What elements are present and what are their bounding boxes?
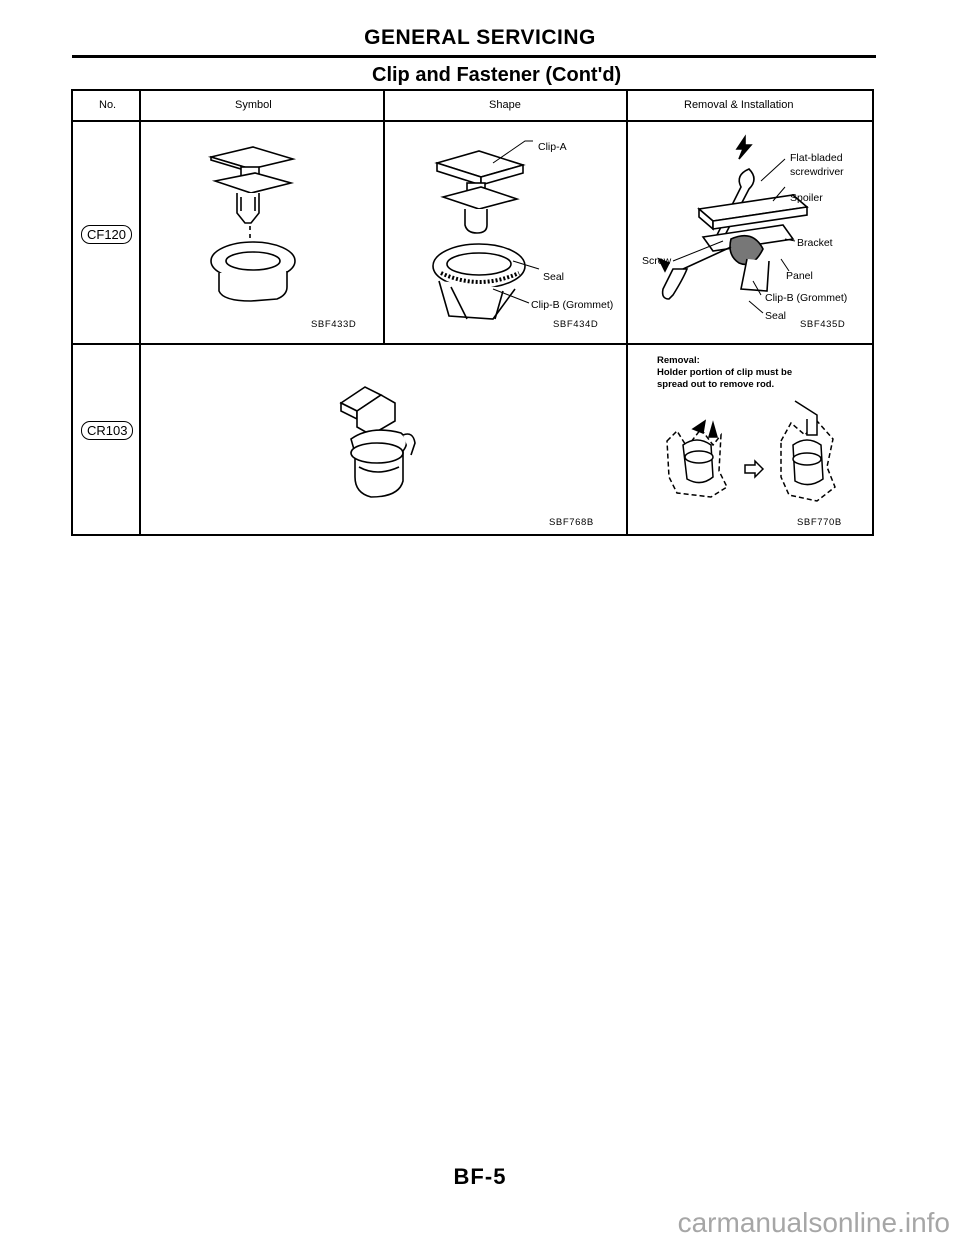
rod-holder-clip-illustration <box>339 386 416 498</box>
removal-procedure-illustration <box>666 400 836 502</box>
removal-leader-lines <box>672 158 796 314</box>
column-divider <box>139 91 141 534</box>
clip-symbol-illustration <box>207 146 297 302</box>
figure-id: SBF435D <box>800 319 846 330</box>
label-screw: Screw <box>642 255 672 267</box>
column-header-shape: Shape <box>489 99 521 111</box>
header-rule <box>72 55 876 58</box>
clip-fastener-table: No. Symbol Shape Removal & Installation … <box>71 89 874 536</box>
label-screwdriver: screwdriver <box>790 166 844 178</box>
row-divider <box>73 343 872 345</box>
leader-lines <box>492 140 540 304</box>
removal-note-line-2: spread out to remove rod. <box>657 379 775 390</box>
site-watermark: carmanualsonline.info <box>677 1207 950 1238</box>
page-title: GENERAL SERVICING <box>364 26 596 49</box>
section-subtitle: Clip and Fastener (Cont'd) <box>372 64 622 86</box>
label-clip-b: Clip-B (Grommet) <box>531 299 614 311</box>
label-clip-a: Clip-A <box>538 141 567 153</box>
page-number: BF-5 <box>453 1164 507 1189</box>
label-seal: Seal <box>765 310 787 322</box>
removal-illustration <box>657 134 809 300</box>
figure-id: SBF768B <box>549 517 594 528</box>
removal-note-line-1: Holder portion of clip must be <box>657 367 793 378</box>
column-header-symbol: Symbol <box>235 99 272 111</box>
label-seal: Seal <box>543 271 565 283</box>
label-panel: Panel <box>786 270 813 282</box>
column-header-no: No. <box>99 99 117 111</box>
column-divider <box>383 91 385 344</box>
removal-note-title: Removal: <box>657 355 700 366</box>
clip-shape-illustration <box>432 150 526 320</box>
label-clip-b-grommet: Clip-B (Grommet) <box>765 292 848 304</box>
label-bracket: Bracket <box>797 237 833 249</box>
label-flat-bladed: Flat-bladed <box>790 152 843 164</box>
column-divider <box>626 91 628 534</box>
figure-id: SBF434D <box>553 319 599 330</box>
label-spoiler: Spoiler <box>790 192 823 204</box>
clip-code-cr103: CR103 <box>81 421 134 440</box>
header-row-divider <box>73 120 872 122</box>
figure-id: SBF770B <box>797 517 842 528</box>
column-header-removal: Removal & Installation <box>684 99 794 111</box>
clip-code-cf120: CF120 <box>81 225 133 244</box>
figure-id: SBF433D <box>311 319 357 330</box>
